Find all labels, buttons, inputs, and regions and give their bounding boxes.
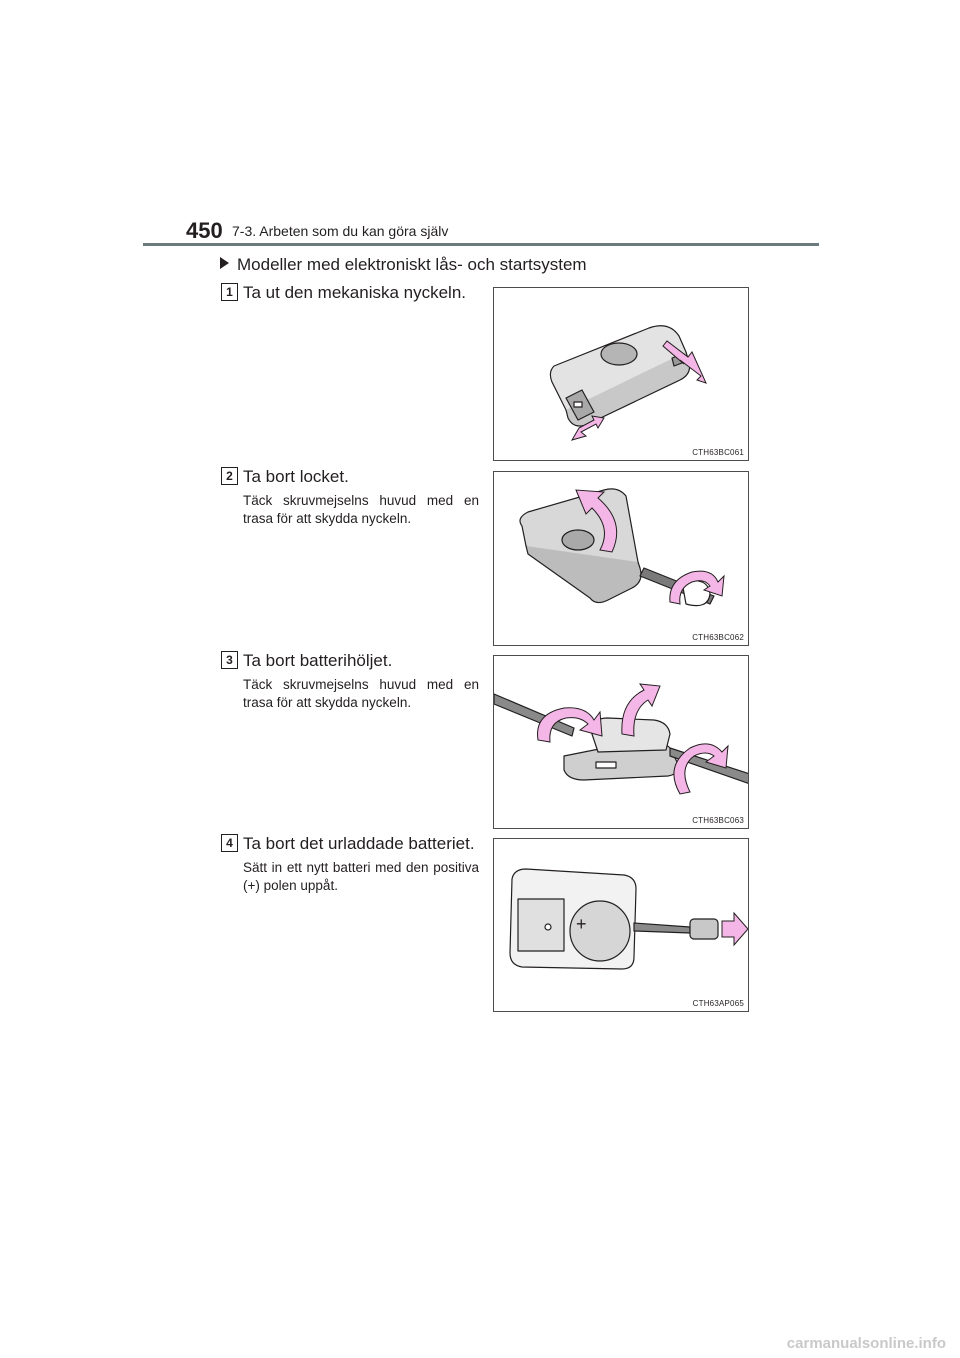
arrow-twist-left-icon — [537, 707, 603, 743]
step-2-number: 2 — [221, 467, 238, 485]
step-1-title: Ta ut den mekaniska nyckeln. — [243, 283, 467, 302]
battery-positive-symbol: + — [576, 914, 587, 934]
subsection-heading: Modeller med elektroniskt lås- och start… — [220, 255, 587, 275]
watermark: carmanualsonline.info — [786, 1335, 946, 1352]
key-illustration-1 — [549, 325, 707, 441]
heading-text: Modeller med elektroniskt lås- och start… — [237, 255, 587, 274]
step-1-number: 1 — [221, 283, 238, 301]
header-rule — [143, 243, 819, 246]
arrow-pull-out-icon — [721, 911, 748, 947]
figure-code: CTH63BC061 — [692, 448, 744, 457]
arrow-lift-icon — [621, 683, 661, 737]
figure-remove-mechanical-key: CTH63BC061 — [493, 287, 749, 461]
figure-code: CTH63AP065 — [692, 999, 744, 1008]
step-4-title: Ta bort det urladdade batteriet. — [243, 834, 475, 853]
arrow-lift-cover-icon — [575, 489, 618, 553]
page-number: 450 — [186, 218, 223, 243]
step-2-note: Täck skruvmejselns huvud med en trasa fö… — [243, 493, 479, 526]
step-3-note: Täck skruvmejselns huvud med en trasa fö… — [243, 677, 479, 710]
figure-code: CTH63BC062 — [692, 633, 744, 642]
step-2-title: Ta bort locket. — [243, 467, 349, 486]
figure-remove-cover: CTH63BC062 — [493, 471, 749, 646]
figure-remove-battery-cover: CTH63BC063 — [493, 655, 749, 829]
step-4-note: Sätt in ett nytt batteri med den positiv… — [243, 860, 479, 893]
arrow-twist-icon — [669, 570, 725, 605]
step-4-number: 4 — [221, 834, 238, 852]
step-3-number: 3 — [221, 651, 238, 669]
step-3-title: Ta bort batterihöljet. — [243, 651, 393, 670]
figure-code: CTH63BC063 — [692, 816, 744, 825]
arrow-pull-icon — [570, 415, 605, 441]
section-title: 7-3. Arbeten som du kan göra själv — [232, 223, 449, 239]
arrow-twist-right-icon — [673, 743, 729, 795]
key-illustration-2 — [519, 488, 725, 607]
figure-remove-battery: + CTH63AP065 — [493, 838, 749, 1012]
key-illustration-3 — [494, 683, 748, 795]
key-illustration-4 — [509, 868, 748, 970]
arrow-push-icon — [662, 340, 707, 384]
triangle-bullet-icon — [220, 257, 229, 269]
